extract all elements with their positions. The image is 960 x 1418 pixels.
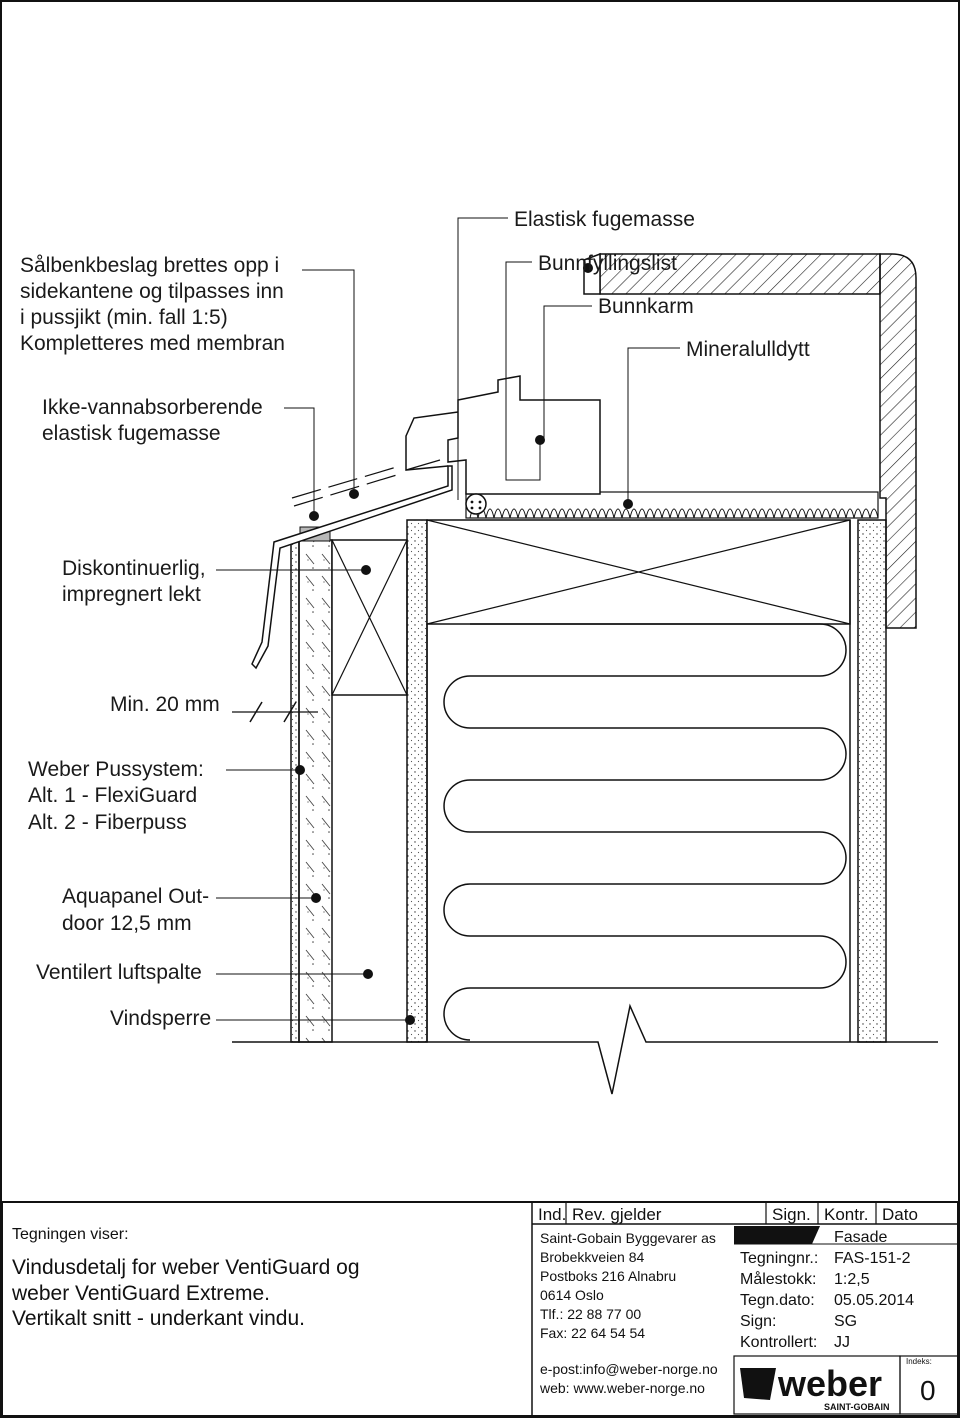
insulation bbox=[426, 520, 851, 1042]
label-aquapanel-2: door 12,5 mm bbox=[62, 912, 192, 935]
tb-field-value-1: 1:2,5 bbox=[834, 1271, 870, 1288]
tb-company-4: 0614 Oslo bbox=[540, 1287, 604, 1303]
tb-company-6: Fax: 22 64 54 54 bbox=[540, 1325, 645, 1341]
label-min20: Min. 20 mm bbox=[110, 693, 220, 716]
tb-indeks-label: Indeks: bbox=[906, 1357, 932, 1366]
label-weber-puss-3: Alt. 2 - Fiberpuss bbox=[28, 811, 187, 834]
tb-viser-label: Tegningen viser: bbox=[12, 1226, 129, 1243]
tb-rev-dato: Dato bbox=[882, 1205, 918, 1224]
dimension-min20 bbox=[232, 701, 318, 723]
wall-section bbox=[232, 253, 938, 1095]
sill-flashing bbox=[251, 465, 453, 670]
tb-field-value-3: SG bbox=[834, 1313, 857, 1330]
break-line bbox=[232, 1003, 938, 1095]
tb-rev-sign: Sign. bbox=[772, 1205, 811, 1224]
title-block: Tegningen viser: Vindusdetalj for weber … bbox=[1, 1201, 959, 1417]
weber-logo-mark bbox=[740, 1368, 776, 1400]
tb-rev-ind: Ind. bbox=[538, 1205, 566, 1224]
tb-field-label-4: Kontrollert: bbox=[740, 1334, 817, 1351]
label-salbenk-3: i pussjikt (min. fall 1:5) bbox=[20, 306, 228, 329]
tb-company-1: Saint-Gobain Byggevarer as bbox=[540, 1230, 716, 1246]
window-frame-profile bbox=[447, 375, 601, 495]
tb-description-3: Vertikalt snitt - underkant vindu. bbox=[12, 1307, 305, 1330]
label-ikke-vann-2: elastisk fugemasse bbox=[42, 422, 221, 445]
label-diskont-2: impregnert lekt bbox=[62, 583, 201, 606]
tb-field-label-2: Tegn.dato: bbox=[740, 1292, 815, 1309]
label-vindsperre: Vindsperre bbox=[110, 1007, 211, 1030]
tb-field-value-2: 05.05.2014 bbox=[834, 1292, 914, 1309]
tb-company-2: Brobekkveien 84 bbox=[540, 1249, 645, 1265]
label-weber-puss-2: Alt. 1 - FlexiGuard bbox=[28, 784, 197, 807]
label-ikke-vann-1: Ikke-vannabsorberende bbox=[42, 396, 263, 419]
tb-description-2: weber VentiGuard Extreme. bbox=[11, 1282, 270, 1305]
leader-lines bbox=[216, 217, 680, 1021]
render-layer bbox=[290, 539, 300, 1043]
tb-field-value-0: FAS-151-2 bbox=[834, 1250, 911, 1267]
wind-barrier bbox=[406, 519, 428, 1043]
tb-indeks-value: 0 bbox=[920, 1375, 936, 1406]
label-aquapanel-1: Aquapanel Out- bbox=[62, 885, 209, 908]
label-salbenk-2: sidekantene og tilpasses inn bbox=[20, 280, 284, 303]
tb-contact-web: web: www.weber-norge.no bbox=[539, 1380, 705, 1396]
inner-sill bbox=[879, 253, 917, 629]
weber-logo-sub: SAINT-GOBAIN bbox=[824, 1402, 890, 1412]
label-salbenk-4: Kompletteres med membran bbox=[20, 332, 285, 355]
tb-field-label-3: Sign: bbox=[740, 1313, 776, 1330]
tb-category: Fasade bbox=[834, 1229, 887, 1246]
tb-field-label-0: Tegningnr.: bbox=[740, 1250, 818, 1267]
label-weber-puss-1: Weber Pussystem: bbox=[28, 758, 204, 781]
leader-dots bbox=[295, 263, 633, 1025]
label-bunnkarm: Bunnkarm bbox=[598, 295, 694, 318]
label-elastisk: Elastisk fugemasse bbox=[514, 208, 695, 231]
label-ventilert: Ventilert luftspalte bbox=[36, 961, 202, 984]
tb-company-3: Postboks 216 Alnabru bbox=[540, 1268, 676, 1284]
labels: Sålbenkbeslag brettes opp i sidekantene … bbox=[20, 208, 810, 1030]
mineral-wool-strip bbox=[465, 491, 879, 519]
weber-logo-text: weber bbox=[777, 1363, 882, 1404]
backer-rod bbox=[465, 493, 487, 515]
label-mineralull: Mineralulldytt bbox=[686, 338, 810, 361]
tb-company-5: Tlf.: 22 88 77 00 bbox=[540, 1306, 641, 1322]
label-salbenk-1: Sålbenkbeslag brettes opp i bbox=[20, 254, 279, 277]
hatched-frame bbox=[599, 253, 881, 295]
tb-field-value-4: JJ bbox=[834, 1334, 850, 1351]
tb-rev-kontr: Kontr. bbox=[824, 1205, 868, 1224]
aquapanel-board bbox=[298, 539, 333, 1043]
label-bunnfylling: Bunnfyllingslist bbox=[538, 252, 677, 275]
tb-rev-gjelder: Rev. gjelder bbox=[572, 1205, 662, 1224]
tb-field-label-1: Målestokk: bbox=[740, 1270, 816, 1288]
tb-description-1: Vindusdetalj for weber VentiGuard og bbox=[12, 1256, 360, 1279]
tb-contact-email: e-post:info@weber-norge.no bbox=[540, 1361, 718, 1377]
inner-board bbox=[857, 519, 887, 1043]
label-diskont-1: Diskontinuerlig, bbox=[62, 557, 206, 580]
window-assembly bbox=[251, 252, 881, 670]
